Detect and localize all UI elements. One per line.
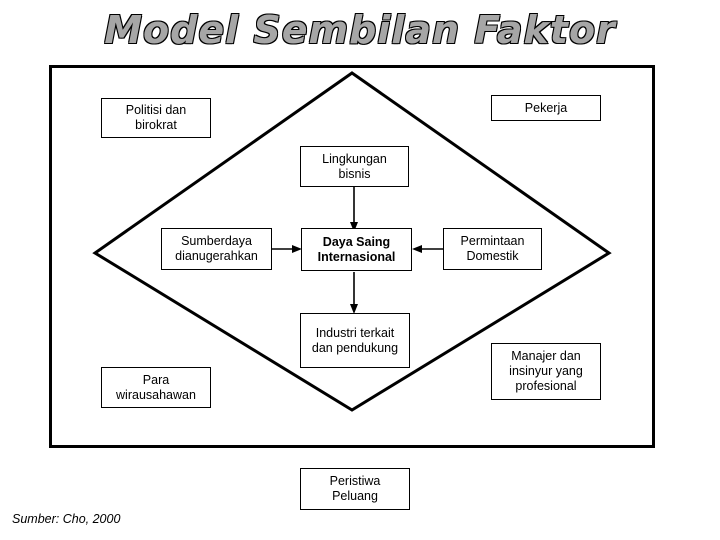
page-title: Model Sembilan Faktor (103, 7, 616, 53)
source-note: Sumber: Cho, 2000 (12, 512, 121, 526)
node-peristiwa-peluang-label: Peristiwa Peluang (329, 474, 381, 503)
diamond-shape (92, 71, 612, 412)
node-industri-terkait-label: Industri terkait dan pendukung (311, 325, 399, 355)
node-politisi[interactable]: Politisi dan birokrat (101, 98, 211, 138)
node-para-wirausahawan-label: Para wirausahawan (116, 372, 196, 402)
node-industri-terkait[interactable]: Industri terkait dan pendukung (300, 313, 410, 368)
node-pekerja[interactable]: Pekerja (491, 95, 601, 121)
node-sumberdaya-label: Sumberdaya dianugerahkan (175, 234, 258, 263)
node-permintaan-domestik-label: Permintaan Domestik (460, 234, 525, 263)
node-para-wirausahawan[interactable]: Para wirausahawan (101, 367, 211, 408)
node-lingkungan-bisnis[interactable]: Lingkungan bisnis (300, 146, 409, 187)
node-manajer-insinyur[interactable]: Manajer dan insinyur yang profesional (491, 343, 601, 400)
node-politisi-label: Politisi dan birokrat (125, 103, 187, 132)
node-manajer-insinyur-label: Manajer dan insinyur yang profesional (509, 349, 583, 393)
node-lingkungan-bisnis-label: Lingkungan bisnis (322, 151, 387, 181)
node-daya-saing-internasional-label: Daya Saing Internasional (317, 234, 396, 264)
node-sumberdaya[interactable]: Sumberdaya dianugerahkan (161, 228, 272, 270)
node-daya-saing-internasional[interactable]: Daya Saing Internasional (301, 228, 412, 271)
node-pekerja-label: Pekerja (524, 100, 568, 115)
node-peristiwa-peluang[interactable]: Peristiwa Peluang (300, 468, 410, 510)
node-permintaan-domestik[interactable]: Permintaan Domestik (443, 228, 542, 270)
